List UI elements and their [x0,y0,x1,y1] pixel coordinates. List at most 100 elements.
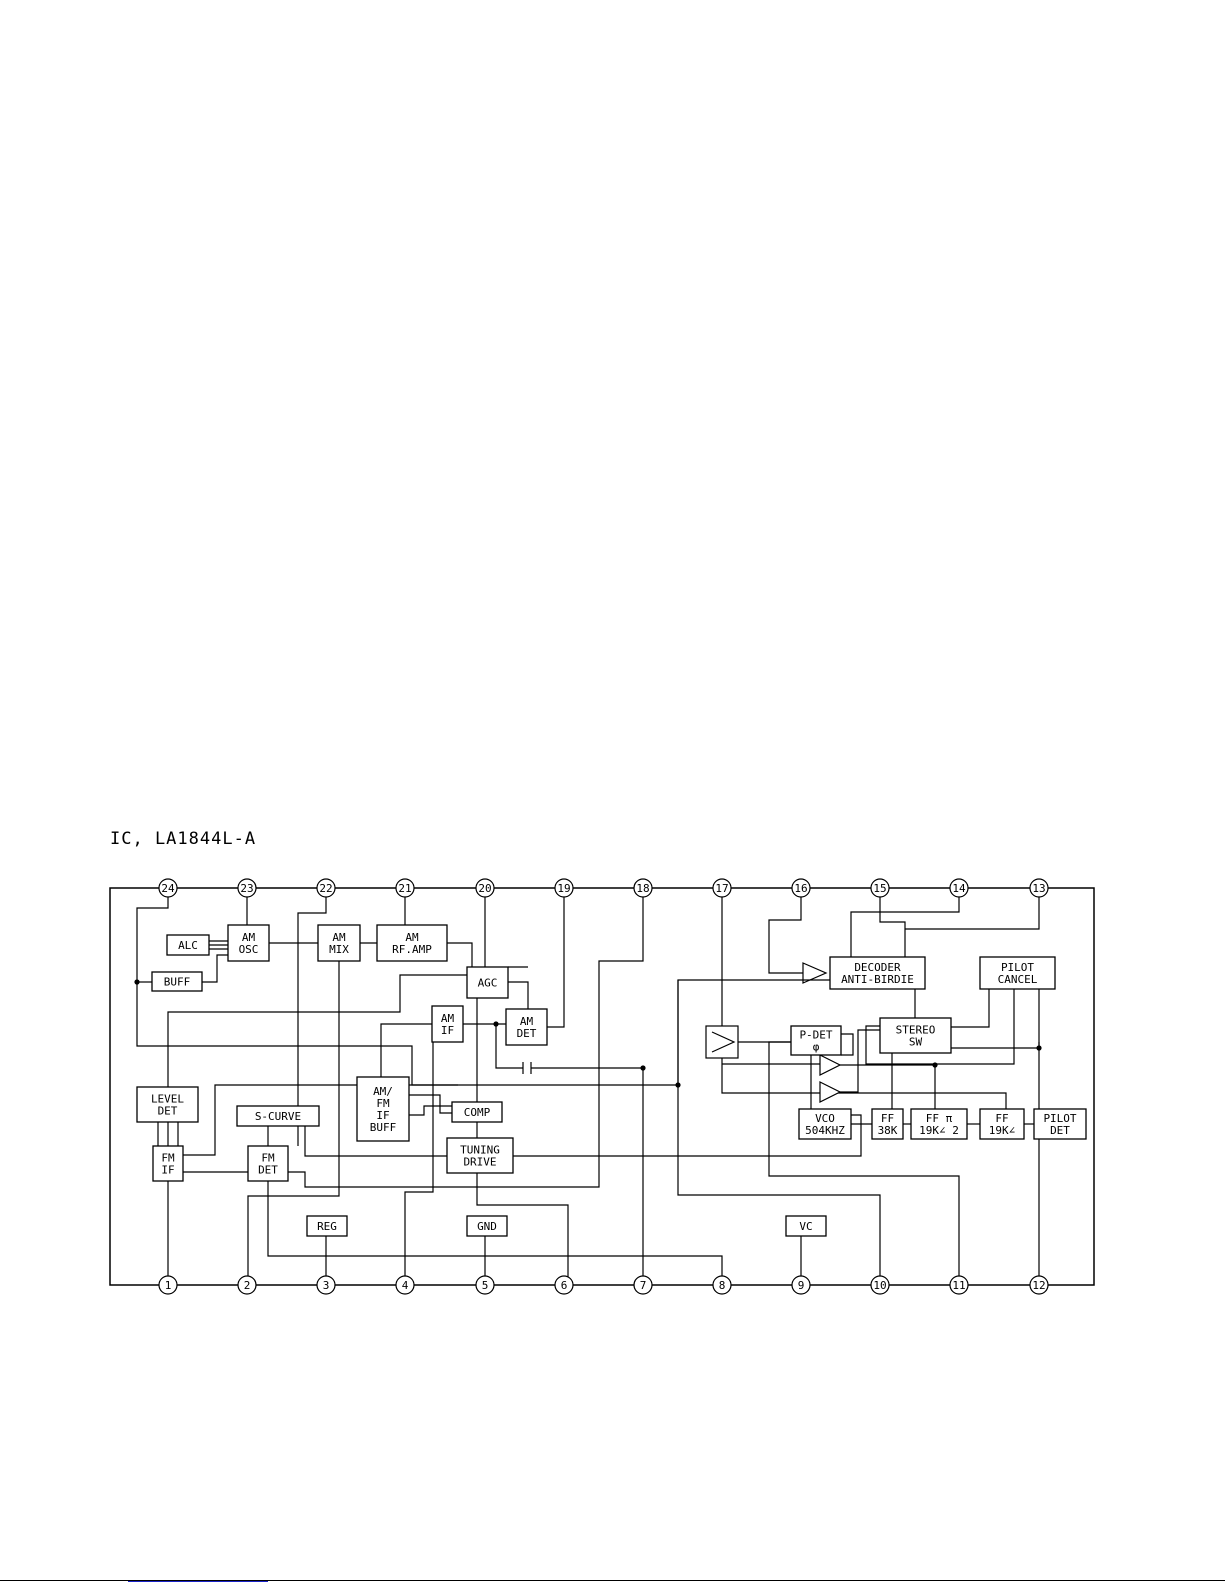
wire [447,942,473,967]
wire [476,1173,569,1285]
pin-11: 11 [949,1275,969,1295]
pin-10-label: 10 [873,1279,886,1292]
wire [865,989,1015,1065]
pin-21-label: 21 [398,882,411,895]
block-am-rf-amp-label-1: RF.AMP [392,943,432,956]
wiring [134,897,1042,1285]
block-reg-label-0: REG [317,1220,337,1233]
wire [297,897,327,1106]
block-buff-label-0: BUFF [164,976,191,989]
pin-11-label: 11 [952,1279,965,1292]
pin-15-label: 15 [873,882,886,895]
block-stereo-sw-label-1: SW [909,1036,923,1049]
block-am-det-label-1: DET [517,1027,537,1040]
page-rule [0,1580,1225,1581]
wire [547,897,565,1028]
block-reg: REG [306,1215,348,1237]
pin-22-label: 22 [319,882,332,895]
block-am-fm-if-buff-label-2: IF [376,1109,389,1122]
wire [768,1041,960,1285]
wire [721,1058,1007,1109]
pin-1-label: 1 [165,1279,172,1292]
pin-17: 17 [712,878,732,898]
block-ff-38k-label-1: 38K [878,1124,898,1137]
wire [183,1084,678,1156]
wire [167,974,467,1087]
block-am-rf-amp-label-0: AM [405,931,419,944]
block-ff-19k-label-0: FF [995,1112,1008,1125]
block-pilot-cancel-label-1: CANCEL [998,973,1038,986]
pin-4-label: 4 [402,1279,409,1292]
pin-21: 21 [395,878,415,898]
pin-2: 2 [237,1275,257,1295]
wire [495,1024,523,1069]
ic-outline [109,887,1095,1286]
pin-3-label: 3 [323,1279,330,1292]
pin-12: 12 [1029,1275,1049,1295]
block-fm-det-label-0: FM [261,1152,275,1165]
pin-4: 4 [395,1275,415,1295]
pin-5-label: 5 [482,1279,489,1292]
block-s-curve: S-CURVE [236,1105,320,1127]
pin-20: 20 [475,878,495,898]
block-am-fm-if-buff-label-3: BUFF [370,1121,397,1134]
pin-6: 6 [554,1275,574,1295]
block-ff-19k-2-label-1: 19K∠ 2 [919,1124,959,1137]
pin-18: 18 [633,878,653,898]
pin-7-label: 7 [640,1279,647,1292]
wire [951,989,990,1028]
pin-9-label: 9 [798,1279,805,1292]
pin-3: 3 [316,1275,336,1295]
block-level-det-label-1: DET [158,1105,178,1118]
block-ff-19k-label-1: 19K∠ [989,1124,1016,1137]
block-agc: AGC [466,966,509,999]
block-alc: ALC [166,934,210,956]
block-vco-label-1: 504KHZ [805,1124,845,1137]
pin-5: 5 [475,1275,495,1295]
footer-link-underline [128,1581,268,1582]
block-am-if-label-1: IF [441,1024,454,1037]
block-vc: VC [785,1215,827,1237]
pin-14: 14 [949,878,969,898]
wire [513,1114,862,1157]
pin-2-label: 2 [244,1279,251,1292]
pin-9: 9 [791,1275,811,1295]
pin-8-label: 8 [719,1279,726,1292]
block-fm-if-label-0: FM [161,1152,175,1165]
pin-12-label: 12 [1032,1279,1045,1292]
block-am-fm-if-buff-label-1: FM [376,1097,390,1110]
pin-13: 13 [1029,878,1049,898]
block-p-det-label-0: P-DET [799,1029,832,1042]
amp-triangle-a [819,1054,842,1076]
block-s-curve-label-0: S-CURVE [255,1110,301,1123]
block-am-osc-label-1: OSC [239,943,259,956]
block-am-if-label-0: AM [441,1012,455,1025]
block-am-mix-label-1: MIX [329,943,349,956]
wire [840,1029,880,1093]
amp-triangle-b [819,1081,842,1103]
pin-18-label: 18 [636,882,649,895]
wire [288,897,644,1188]
block-stereo-sw-label-0: STEREO [896,1024,936,1037]
block-tuning-drive-label-0: TUNING [460,1144,500,1157]
pin-22: 22 [316,878,336,898]
block-am-osc-label-0: AM [242,931,256,944]
pin-24-label: 24 [161,882,175,895]
block-am-mix-label-0: AM [332,931,346,944]
block-alc-label-0: ALC [178,939,198,952]
wire [905,897,1040,930]
block-comp: COMP [451,1101,503,1123]
